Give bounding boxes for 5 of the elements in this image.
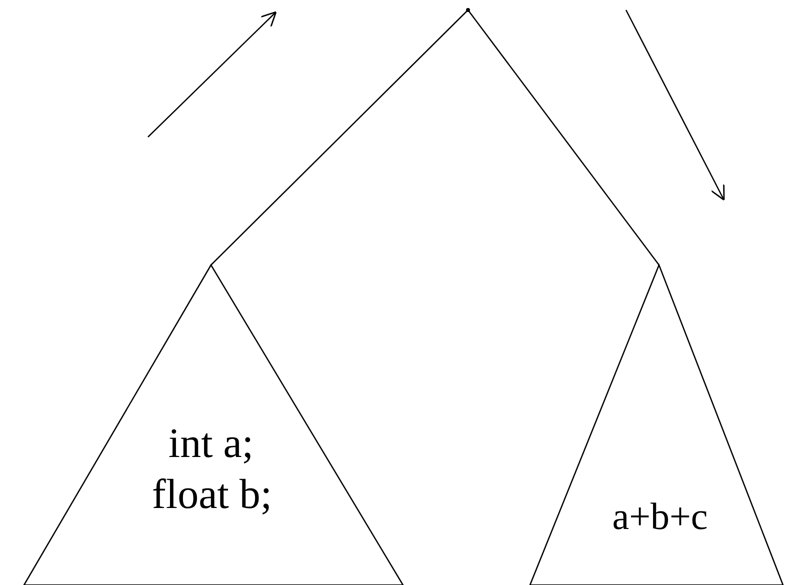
tree-edge: [210, 10, 468, 266]
tree-edge: [467, 10, 660, 266]
code-text: int a;: [168, 423, 254, 465]
code-text: float b;: [152, 474, 272, 516]
code-text: a+b+c: [612, 498, 708, 536]
